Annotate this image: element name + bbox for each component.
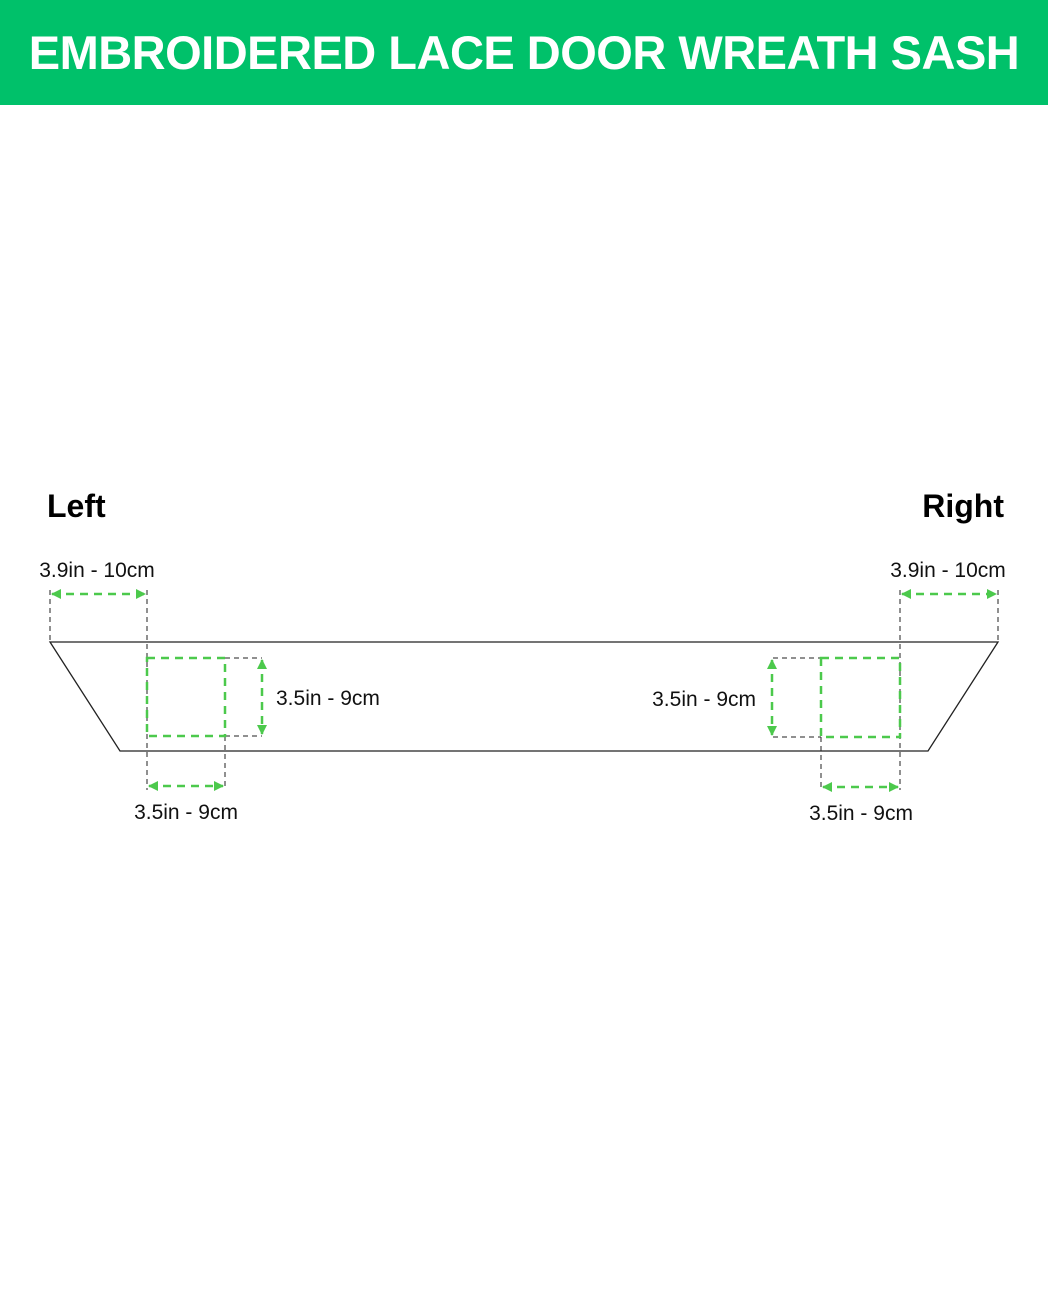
right-side-label: Right — [922, 488, 1004, 524]
sash-outline — [48, 641, 1000, 752]
page-title: EMBROIDERED LACE DOOR WREATH SASH — [28, 26, 1020, 79]
header-banner: EMBROIDERED LACE DOOR WREATH SASH — [0, 0, 1048, 105]
left-side-label: Left — [47, 488, 106, 524]
left-embroidery-area — [145, 656, 227, 738]
right-embroidery-area — [819, 656, 902, 739]
left-edge-offset-label: 3.9in - 10cm — [39, 559, 155, 582]
right-height-label: 3.5in - 9cm — [652, 688, 756, 711]
left-width-label: 3.5in - 9cm — [134, 801, 238, 824]
right-width-label: 3.5in - 9cm — [809, 802, 913, 825]
left-height-label: 3.5in - 9cm — [276, 687, 380, 710]
left-extension-lines — [49, 590, 262, 790]
right-extension-lines — [773, 590, 999, 790]
right-edge-offset-label: 3.9in - 10cm — [890, 559, 1006, 582]
